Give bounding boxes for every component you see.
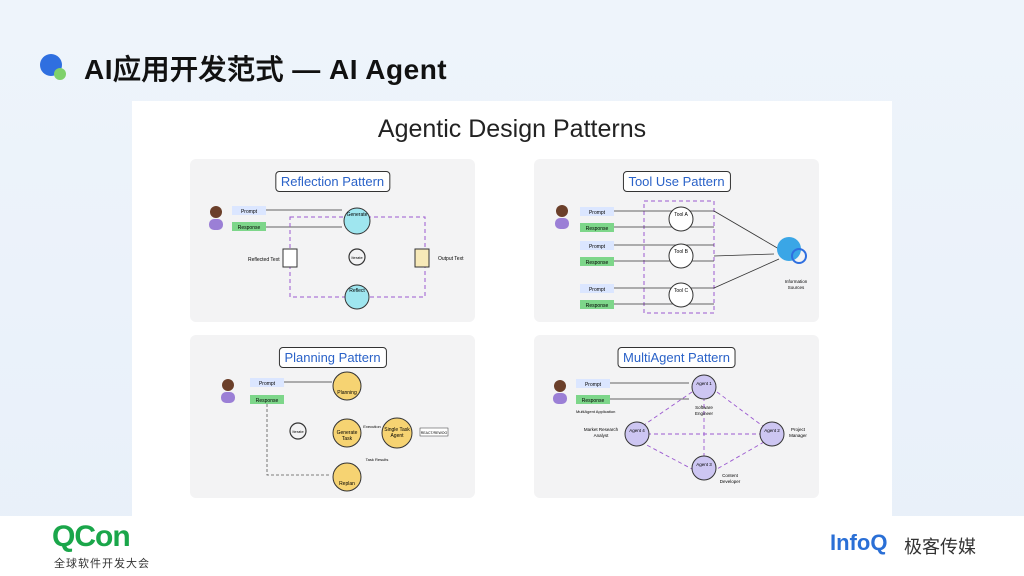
tool-use-card: Prompt Response Prompt Response Prompt R…: [534, 159, 819, 322]
agent-1-role-2: Engineer: [695, 411, 714, 416]
tool-b-label: Tool B: [674, 249, 689, 255]
qcon-logo: QCon: [52, 520, 131, 553]
planning-title: Planning Pattern: [278, 347, 387, 368]
execution-label: Execution: [363, 424, 381, 429]
single-task-label-1: Single Task: [384, 427, 410, 433]
tool-use-title: Tool Use Pattern: [622, 171, 731, 192]
prompt-label: Prompt: [589, 244, 606, 250]
globe-icon: [777, 237, 801, 261]
tool-use-diagram: Prompt Response Prompt Response Prompt R…: [555, 200, 808, 314]
output-text-label: Output Text: [438, 256, 464, 262]
planning-card: Prompt Response Planning Generate Task R…: [190, 335, 475, 498]
iterate-label: Iterate: [351, 255, 363, 260]
reflected-text-label: Reflected Text: [248, 257, 280, 263]
single-task-label-2: Agent: [390, 433, 404, 439]
infoq-logo: InfoQ: [830, 530, 888, 555]
prompt-label: Prompt: [589, 287, 606, 293]
tool-a-label: Tool A: [674, 212, 688, 218]
response-label: Response: [582, 398, 605, 404]
single-task-agent-node: [381, 417, 413, 449]
agent-2-label: Agent 2: [764, 428, 780, 433]
content-panel: Agentic Design Patterns Prompt Response …: [132, 101, 892, 516]
agent-4-role-2: Analyst: [594, 433, 610, 438]
agent-3-label: Agent 3: [696, 462, 712, 467]
planning-diagram: Prompt Response Planning Generate Task R…: [221, 371, 449, 492]
user-icon: [209, 206, 223, 230]
slide-title: AI应用开发范式 — AI Agent: [84, 54, 448, 85]
prompt-label: Prompt: [589, 210, 606, 216]
user-icon: [553, 380, 567, 404]
reflection-card: Prompt Response Generate Reflect Reflect…: [190, 159, 475, 322]
iterate-label: Iterate: [292, 429, 304, 434]
agent-3-role-2: Developer: [720, 479, 741, 484]
response-label: Response: [586, 303, 609, 309]
info-sources-label-2: Sources: [788, 285, 805, 290]
generate-node: [343, 207, 371, 235]
response-label: Response: [586, 226, 609, 232]
user-icon: [555, 205, 569, 229]
agent-2-role-2: Manager: [789, 433, 807, 438]
info-sources-label-1: Information: [785, 279, 808, 284]
generate-task-label-2: Task: [342, 436, 353, 442]
agent-2-role-1: Project: [791, 427, 806, 432]
replan-label: Replan: [339, 481, 355, 487]
tool-box: [419, 427, 449, 437]
reflection-title: Reflection Pattern: [274, 171, 391, 192]
agent-4-node: [624, 421, 650, 447]
agent-1-node: [691, 374, 717, 400]
tool-c-label: Tool C: [674, 288, 689, 294]
qcon-subtitle: 全球软件开发大会: [54, 558, 150, 570]
tool-label: REACT/REWOO: [421, 431, 448, 435]
prompt-label: Prompt: [585, 382, 602, 388]
planning-label: Planning: [337, 390, 357, 396]
bullet-dots-icon: [38, 50, 74, 86]
task-results-label: Task Results: [366, 457, 389, 462]
multiagent-diagram: Prompt Response MultiAgent Application A…: [553, 374, 807, 484]
slide-header: AI应用开发范式 — AI Agent: [38, 48, 447, 88]
generate-task-label-1: Generate: [337, 430, 358, 436]
partner-name: 极客传媒: [904, 537, 976, 557]
agent-4-role-1: Market Research: [584, 427, 619, 432]
iterate-icon: [289, 422, 307, 440]
multiagent-title: MultiAgent Pattern: [617, 347, 736, 368]
response-label: Response: [586, 260, 609, 266]
agent-2-node: [759, 421, 785, 447]
reflect-node: [344, 284, 370, 310]
generate-task-node: [332, 418, 362, 448]
generate-label: Generate: [347, 212, 368, 218]
response-label: Response: [238, 225, 261, 231]
agent-3-node: [691, 455, 717, 481]
output-text-icon: [414, 248, 430, 268]
footer: QCon 全球软件开发大会 InfoQ 极客传媒: [0, 516, 1024, 576]
prompt-label: Prompt: [241, 209, 258, 215]
response-label: Response: [256, 398, 279, 404]
agent-1-label: Agent 1: [696, 381, 712, 386]
agent-3-role-1: Content: [722, 473, 739, 478]
prompt-label: Prompt: [259, 381, 276, 387]
agent-4-label: Agent 4: [629, 428, 645, 433]
reflected-text-icon: [282, 248, 298, 268]
application-label: MultiAgent Application: [576, 409, 615, 414]
reflect-label: Reflect: [349, 288, 365, 294]
multiagent-card: Prompt Response MultiAgent Application A…: [534, 335, 819, 498]
reflection-diagram: Prompt Response Generate Reflect Reflect…: [209, 206, 464, 310]
agent-1-role-1: Software: [695, 405, 713, 410]
planning-node: [332, 371, 362, 401]
replan-node: [332, 462, 362, 492]
user-icon: [221, 379, 235, 403]
main-title: Agentic Design Patterns: [377, 115, 647, 143]
iterate-icon: [348, 248, 366, 266]
